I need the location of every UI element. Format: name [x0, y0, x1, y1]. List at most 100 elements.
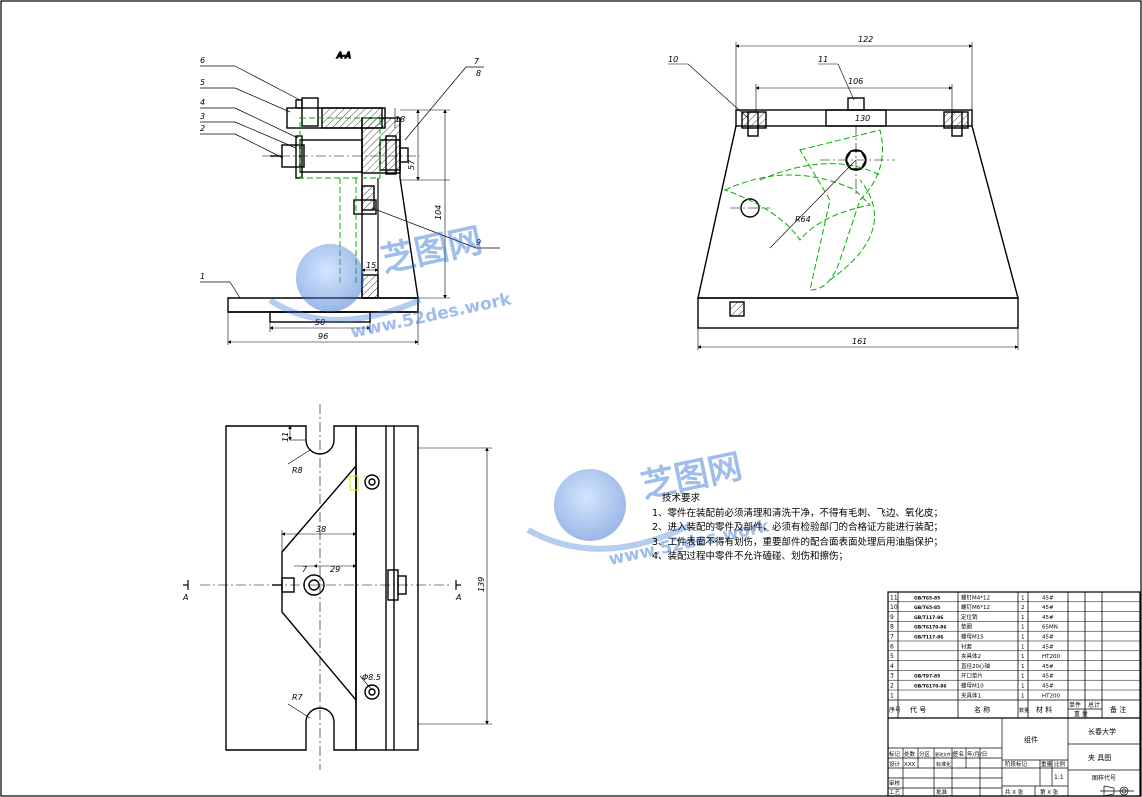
- dim-r7: R7: [292, 693, 304, 702]
- bom-cell-material: HT200: [1042, 693, 1060, 699]
- bom-cell-name: 直径20心轴: [961, 662, 990, 670]
- tb-school: 长春大学: [1088, 727, 1116, 736]
- section-title: A-A: [336, 51, 351, 60]
- tb-label-doc: 更改文件号: [935, 751, 955, 757]
- watermark-1: 芝图网 www.52des.work: [268, 220, 514, 343]
- bom-cell-code: GB/T65-85: [914, 605, 940, 611]
- bom-cell-qty: 1: [1021, 693, 1025, 699]
- dim-57: 57: [407, 159, 416, 170]
- bom-cell-qty: 1: [1021, 684, 1025, 690]
- projection-symbol: [1100, 785, 1134, 797]
- dim-11: 11: [281, 432, 290, 442]
- bom-cell-qty: 1: [1021, 615, 1025, 621]
- workpiece-phantom-top: [349, 475, 359, 491]
- bom-cell-material: 45#: [1042, 644, 1054, 650]
- balloon-9: 9: [476, 238, 481, 247]
- bom-cell-no: 7: [890, 634, 894, 641]
- bom-cell-material: 45#: [1042, 664, 1054, 670]
- bom-cell-no: 2: [890, 683, 894, 690]
- bom-header-no: 序号: [889, 706, 901, 714]
- bom-cell-material: 45#: [1042, 674, 1054, 680]
- balloon-4: 4: [200, 98, 205, 107]
- title-block: [888, 718, 1140, 796]
- bom-header-material: 材 料: [1036, 705, 1052, 714]
- dim-96: 96: [318, 332, 328, 341]
- bom-cell-no: 9: [890, 614, 894, 621]
- bom-cell-qty: 1: [1021, 635, 1025, 641]
- bom-cell-code: GB/T6170-86: [914, 625, 947, 631]
- tech-note-3: 3、工件表面不得有划伤，重要部件的配合面表面处理后用油脂保护；: [652, 536, 944, 548]
- bom-cell-qty: 1: [1021, 654, 1025, 660]
- bom-cell-no: 10: [890, 604, 898, 611]
- balloon-1: 1: [200, 272, 205, 281]
- bom-cell-code: GB/T97-85: [914, 674, 940, 680]
- bom-cell-name: 开口垫片: [961, 672, 983, 680]
- dim-18: 18: [395, 115, 405, 124]
- bom-cell-material: 45#: [1042, 605, 1054, 611]
- dim-161: 161: [852, 337, 867, 346]
- bom-header-name: 名 称: [974, 705, 990, 714]
- bom-cell-name: 夹具体1: [961, 691, 981, 699]
- bom-cell-material: HT200: [1042, 654, 1060, 660]
- front-centerlines: [730, 125, 895, 209]
- balloon-3: 3: [200, 112, 205, 121]
- technical-requirements: 技术要求 1、零件在装配前必须清理和清洗干净，不得有毛刺、飞边、氧化皮； 2、进…: [652, 492, 982, 565]
- tb-designer-name: XXX: [904, 762, 916, 768]
- balloon-2: 2: [200, 124, 205, 133]
- dim-38: 38: [316, 525, 326, 534]
- bom-header-remark: 备 注: [1110, 705, 1126, 714]
- balloon-8: 8: [476, 69, 481, 78]
- bom-header-code: 代 号: [910, 705, 926, 714]
- bom-cell-material: 45#: [1042, 615, 1054, 621]
- tb-standard-label: 标准化: [936, 761, 951, 768]
- tb-drawing-code-label: 图样代号: [1092, 774, 1116, 782]
- tb-designer-label: 设计: [889, 760, 901, 768]
- dim-104: 104: [434, 205, 443, 220]
- bom-cell-no: 4: [890, 663, 894, 670]
- dim-106: 106: [848, 77, 863, 86]
- part-leaders: [200, 65, 500, 299]
- balloon-5: 5: [200, 78, 205, 87]
- bom-cell-qty: 1: [1021, 625, 1025, 631]
- bom-cell-material: 45#: [1042, 635, 1054, 641]
- tb-scale-label: 比例: [1054, 760, 1066, 768]
- tech-note-1: 1、零件在装配前必须清理和清洗干净，不得有毛刺、飞边、氧化皮；: [652, 507, 944, 519]
- tb-label-sign: 签名: [953, 750, 964, 758]
- dim-r8: R8: [292, 466, 303, 475]
- tb-scale: 1:1: [1054, 774, 1064, 781]
- bom-row-lines: [888, 601, 1140, 691]
- tb-checker-label: 审核: [889, 779, 901, 787]
- bom-cell-qty: 2: [1021, 605, 1025, 611]
- bom-cell-name: 螺钉M6*12: [961, 603, 990, 611]
- bom-header-unit: 单件: [1069, 701, 1081, 709]
- tb-sheet-total: 共 X 张: [1005, 788, 1024, 796]
- dim-7: 7: [302, 565, 308, 574]
- bom-cell-no: 1: [890, 692, 894, 699]
- tb-stage-label: 阶段标记: [1005, 760, 1028, 768]
- balloon-7: 7: [474, 57, 480, 66]
- bom-header-qty: 数量: [1019, 707, 1029, 714]
- tech-note-4: 4、装配过程中零件不允许磕碰、划伤和擦伤；: [652, 551, 849, 562]
- bom-cell-no: 5: [890, 653, 894, 660]
- bom-cell-material: 45#: [1042, 684, 1054, 690]
- bom-cell-qty: 1: [1021, 664, 1025, 670]
- bom-cell-code: GB/T6170-86: [914, 684, 947, 690]
- section-label-left: A: [182, 593, 188, 602]
- top-dimensions: [281, 425, 492, 725]
- bom-cell-material: 65MN: [1042, 625, 1058, 631]
- top-view: [225, 425, 419, 751]
- bom-cell-name: 衬套: [961, 642, 973, 650]
- front-view: [697, 97, 1019, 329]
- bom-cell-qty: 1: [1021, 644, 1025, 650]
- bom-cell-no: 11: [890, 594, 898, 601]
- dim-139: 139: [477, 577, 486, 592]
- balloon-11: 11: [818, 55, 828, 64]
- bom-cell-code: GB/T117-86: [914, 635, 943, 641]
- tb-process-label: 工艺: [889, 789, 901, 796]
- balloon-10: 10: [668, 55, 678, 64]
- front-dimensions: [668, 42, 1019, 350]
- section-label-right: A: [455, 593, 461, 602]
- tb-weight-label: 重量: [1041, 760, 1053, 768]
